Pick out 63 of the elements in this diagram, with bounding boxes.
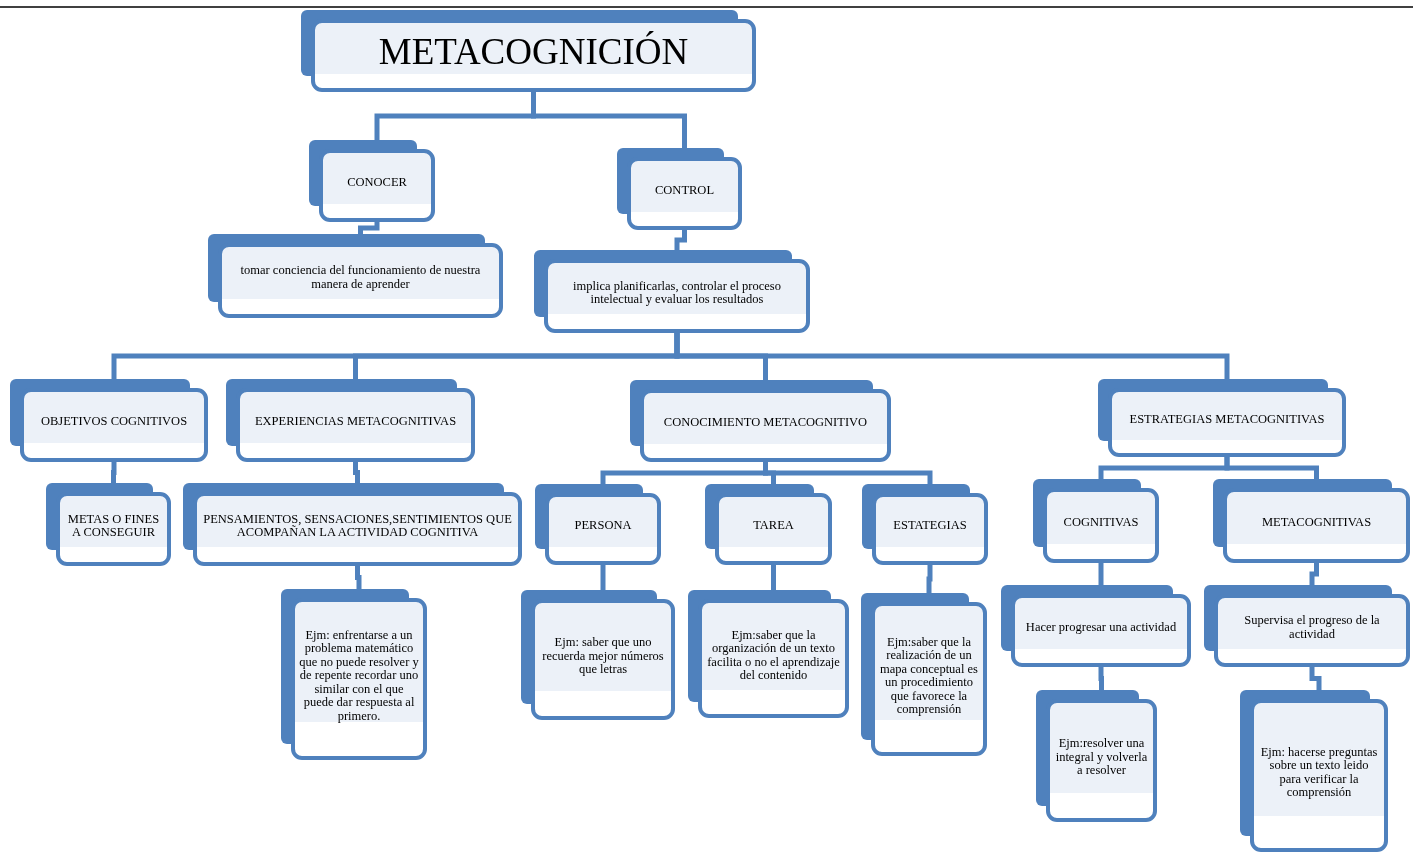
connector-line [1224,457,1319,479]
connector-line [1309,563,1319,585]
connector-line [111,462,117,483]
connector-line [771,565,776,590]
concept-text: implica planificarlas, controlar el proceso intelectual y evaluar los resultados [572,279,782,307]
concept-box [630,380,891,462]
connector-line [926,565,933,593]
concept-box [705,484,832,565]
connector-line [674,230,687,250]
concept-text: PERSONA [574,519,632,533]
concept-text: METAS O FINES A CONSEGUIR [66,512,161,540]
concept-text: tomar conciencia del funcionamiento de nuestra manera de aprender [239,264,482,291]
concept-text: PENSAMIENTOS, SENSACIONES,SENTIMIENTOS QUE ACOMPAÑAN LA ACTIVIDAD COGNITIVA [202,512,513,540]
concept-text: OBJETIVOS COGNITIVOS [40,415,188,429]
concept-box [521,590,675,720]
concept-box [208,234,503,318]
concept-text: Ejm:resolver una integral y volverla a resolver [1054,737,1149,778]
concept-text: ESTRATEGIAS METACOGNITIVAS [1129,412,1325,427]
concept-box [1098,379,1346,457]
concept-text: EXPERIENCIAS METACOGNITIVAS [254,415,457,429]
concept-text: COGNITIVAS [1063,515,1139,530]
concept-box [862,484,988,565]
concept-box [46,483,171,566]
connector-line [1309,667,1322,690]
concept-box [688,590,849,718]
title-text: METACOGNICIÓN [378,32,689,73]
concept-box [226,379,475,462]
concept-text: Supervisa el progreso de la actividad [1243,614,1381,641]
concept-text: CONOCER [347,175,407,190]
concept-box [10,379,208,462]
concept-text: Ejm: enfrentarse a un problema matemático que no puede resolver y de repente recordar uno similar con el que puede dar respuesta al primero. [299,628,419,724]
connector-line [355,566,362,589]
concept-text: Ejm: hacerse preguntas sobre un texto leido para verificar la comprensión [1259,745,1379,800]
concept-text: Hacer progresar una actividad [1025,620,1177,635]
concept-text: Ejm:saber que la organización de un texto facilita o no el aprendizaje del contenido [706,628,841,683]
concept-box [535,484,661,565]
connector-line [353,462,360,483]
concept-text: Ejm: saber que uno recuerda mejor números que letras [541,636,665,677]
concept-box [1240,690,1388,852]
concept-text: Ejm:saber que la realización de un mapa conceptual es un procedimiento que favorece la comprensión [879,635,979,717]
concept-box [309,140,435,222]
concept-box [617,148,742,230]
concept-text: ESTATEGIAS [893,519,967,533]
concept-text: METACOGNITIVAS [1261,515,1372,530]
connector-line [358,222,380,234]
connector-line [1098,563,1104,585]
concept-box [281,589,427,760]
concept-box [1036,690,1157,822]
connector-line [674,333,1230,379]
connector-line [600,565,606,590]
concept-box [534,250,810,333]
connector-line [1098,667,1104,690]
concept-text: CONOCIMIENTO METACOGNITIVO [663,415,868,430]
concept-text: CONTROL [655,183,714,198]
connector-line [531,92,687,148]
concept-box [1204,585,1410,667]
concept-box [1001,585,1191,667]
concept-text: TAREA [753,519,794,533]
concept-box [1213,479,1410,563]
concept-box [861,593,987,756]
title-box [301,10,756,92]
concept-box [183,483,522,566]
concept-box [1033,479,1159,563]
